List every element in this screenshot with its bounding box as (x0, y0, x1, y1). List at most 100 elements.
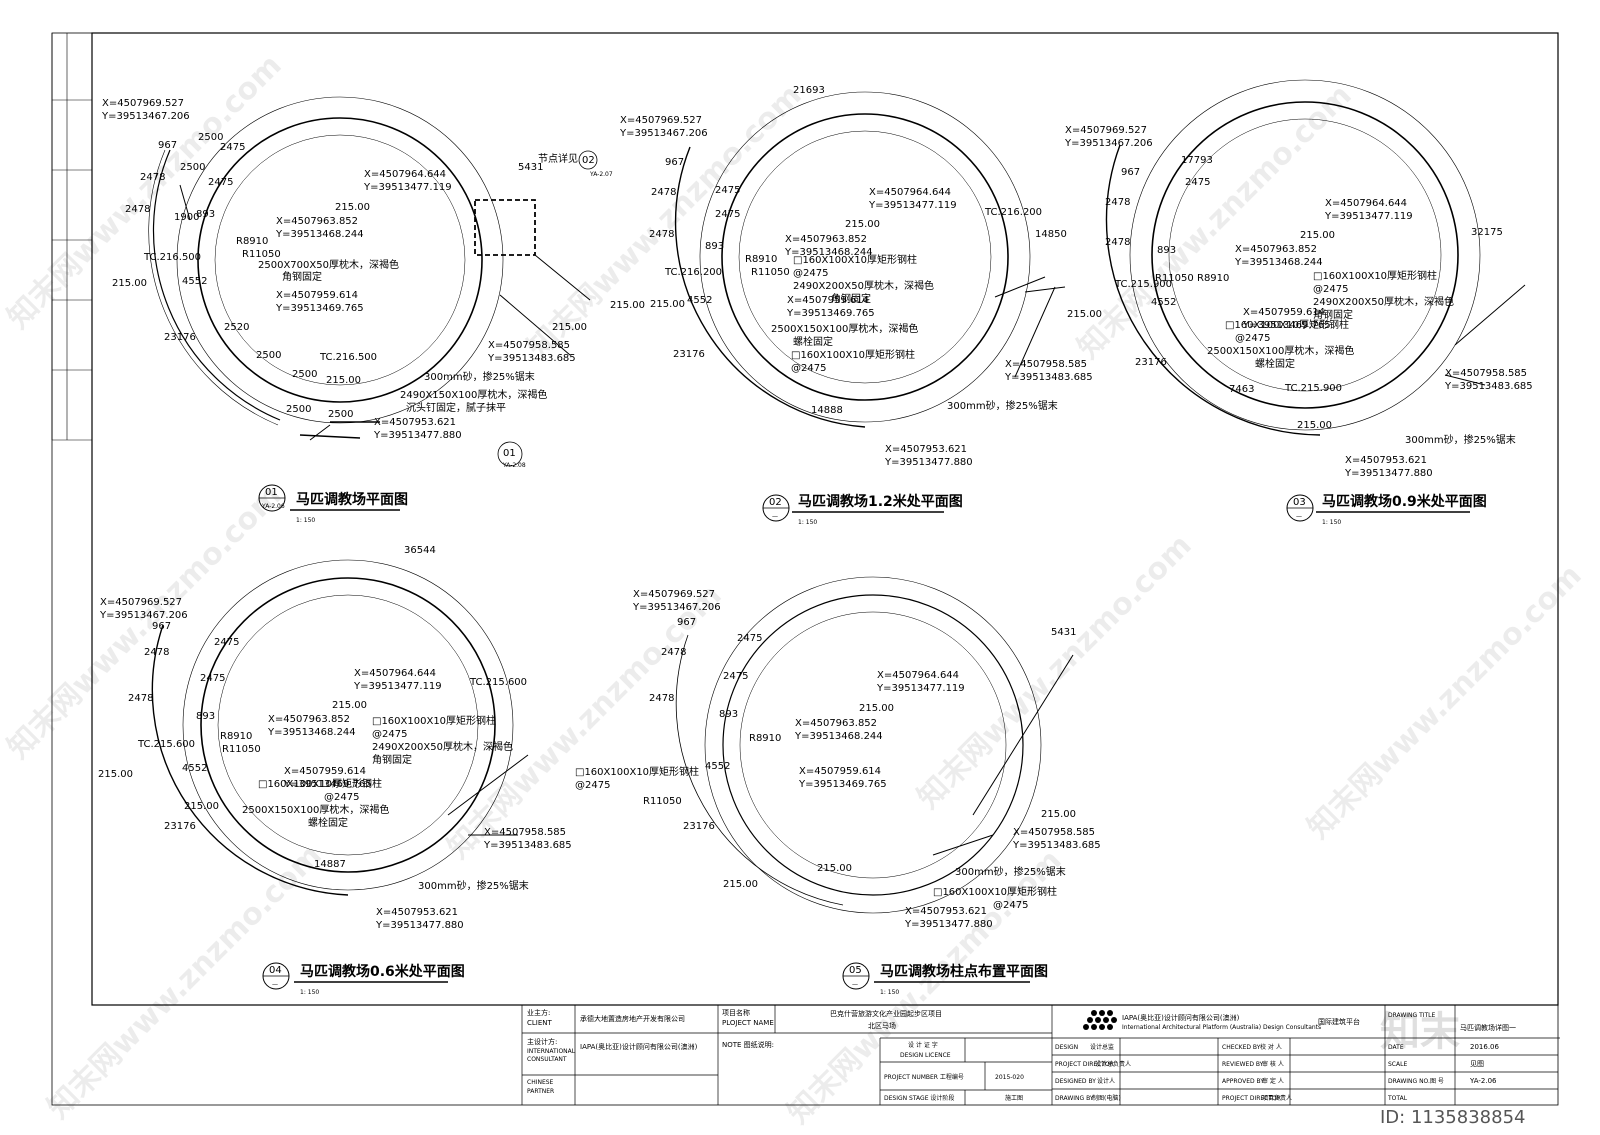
tc-label: TC.216.500 (143, 252, 201, 263)
coord-label: X=4507963.852 (795, 718, 877, 729)
watermark-text: 知末网www.znzmo.com (1301, 558, 1589, 846)
elevation-label: 215.00 (1067, 309, 1102, 320)
coord-label: X=4507969.527 (620, 115, 702, 126)
dimension-label: 14850 (1035, 229, 1067, 240)
coord-label: X=4507969.527 (102, 98, 184, 109)
drawing-label: DRAWING BY (1055, 1095, 1094, 1102)
elevation-label: 215.00 (335, 202, 370, 213)
drawing-title: 马匹调教场详图一 (1460, 1023, 1516, 1032)
note-label: 2490X200X50厚枕木，深褐色 (793, 279, 934, 292)
coord-label: Y=39513477.880 (904, 919, 993, 930)
dimension-label: 893 (719, 709, 738, 720)
total-label: TOTAL (1387, 1095, 1408, 1102)
coord-label: X=4507953.621 (374, 417, 456, 428)
coord-label: X=4507953.621 (905, 906, 987, 917)
elevation-label: 215.00 (859, 703, 894, 714)
dimension-label: 4552 (1151, 297, 1176, 308)
note-label: □160X100X10厚矩形钢柱 (258, 777, 382, 790)
dimension-label: 23176 (164, 821, 196, 832)
view-title: 马匹调教场柱点布置平面图 (880, 963, 1048, 980)
view-title: 马匹调教场平面图 (296, 491, 408, 508)
dimension-label: 23176 (164, 332, 196, 343)
dimension-label: 1900 (174, 212, 199, 223)
elevation-label: 215.00 (845, 219, 880, 230)
tc-label: TC.216.200 (664, 267, 722, 278)
note-label: 300mm砂，掺25%锯末 (947, 399, 1058, 412)
view-title: 马匹调教场1.2米处平面图 (798, 493, 963, 510)
dimension-label: 5431 (518, 162, 543, 173)
dimension-label: 2478 (649, 229, 674, 240)
reviewed-label-cn: 审 核 人 (1262, 1060, 1284, 1068)
elevation-label: 215.00 (326, 375, 361, 386)
checked-label-cn: 校 对 人 (1260, 1043, 1282, 1051)
view-number: 05 (849, 965, 862, 976)
view-scale: 1: 150 (880, 989, 899, 996)
outer-track-ring (699, 91, 1031, 423)
pd2-label-cn: 项目负责人 (1262, 1094, 1292, 1102)
outer-track-ring (1129, 79, 1481, 431)
coord-label: Y=39513469.765 (798, 779, 887, 790)
pd2-label: PROJECT DIRECTOR (1222, 1095, 1281, 1102)
view-scale: 1: 150 (300, 989, 319, 996)
dimension-label: 893 (1157, 245, 1176, 256)
dimension-label: 2478 (128, 693, 153, 704)
dimension-label: 2475 (1185, 177, 1210, 188)
note-label: 2490X200X50厚枕木，深褐色 (372, 740, 513, 753)
coord-label: Y=39513477.880 (375, 920, 464, 931)
approved-label: APPROVED BY (1222, 1078, 1264, 1085)
dimension-label: 4552 (182, 276, 207, 287)
view-title-05: 05 — 马匹调教场柱点布置平面图 1: 150 (842, 962, 1048, 996)
note-label: 300mm砂，掺25%锯末 (418, 879, 529, 892)
arena-circle (722, 594, 1024, 896)
project-name: 巴克什营旅游文化产业园起步区项目 (830, 1009, 942, 1018)
coord-label: Y=39513468.244 (784, 247, 873, 258)
dimension-label: 23176 (1135, 357, 1167, 368)
radius-label: R11050 (643, 796, 682, 807)
coord-label: Y=39513469.765 (275, 303, 364, 314)
coord-label: Y=39513468.244 (794, 731, 883, 742)
note-label: □160X100X10厚矩形钢柱 (791, 348, 915, 361)
tc-label: TC.216.200 (984, 207, 1042, 218)
plan-04: X=4507969.527 Y=39513467.206 X=4507964.6… (98, 545, 572, 931)
dimension-label: 17793 (1181, 155, 1213, 166)
dimension-label: 2475 (723, 671, 748, 682)
arena-circle (200, 577, 496, 873)
dimension-label: 2500 (198, 132, 223, 143)
section-ref: 01 (503, 448, 516, 459)
coord-label: X=4507958.585 (1445, 368, 1527, 379)
client-label-en: CLIENT (527, 1019, 553, 1027)
coord-label: Y=39513477.119 (868, 200, 957, 211)
dimension-label: 2478 (140, 172, 165, 183)
coord-label: X=4507964.644 (364, 169, 446, 180)
detail-ref: 02 (582, 155, 595, 166)
pd-label: PROJECT DIRECTOR (1055, 1061, 1114, 1068)
radius-label: R8910 (236, 236, 268, 247)
detail-ref-sheet: YA-2.07 (589, 171, 613, 178)
elevation-label: 215.00 (1041, 809, 1076, 820)
coord-label: X=4507953.621 (885, 444, 967, 455)
coord-label: Y=39513483.685 (483, 840, 572, 851)
design-label: DESIGN (1055, 1044, 1078, 1051)
coord-label: Y=39513469.765 (283, 779, 372, 790)
dimension-label: 2475 (737, 633, 762, 644)
note-header: NOTE 图纸说明: (722, 1040, 774, 1049)
coord-label: X=4507964.644 (1325, 198, 1407, 209)
note-label: 角钢固定 (372, 753, 412, 766)
date: 2016.06 (1470, 1043, 1499, 1051)
watermark-text: 知末网www.znzmo.com (1, 478, 289, 766)
dimension-label: 2500 (256, 350, 281, 361)
arena-circle (197, 117, 483, 403)
coord-label: Y=39513477.119 (363, 182, 452, 193)
consultant-label-en: CONSULTANT (527, 1056, 567, 1063)
project-number: 2015-020 (995, 1074, 1024, 1081)
dimension-label: 893 (705, 241, 724, 252)
coord-label: Y=39513477.119 (1324, 211, 1413, 222)
elevation-label: 215.00 (723, 879, 758, 890)
dimension-label: 2475 (715, 209, 740, 220)
dimension-label: 2478 (125, 204, 150, 215)
coord-label: Y=39513477.880 (373, 430, 462, 441)
note-label: 2500X150X100厚枕木，深褐色 (771, 322, 918, 335)
plan-01: X=4507969.527 Y=39513467.206 X=4507964.6… (101, 96, 645, 469)
coord-label: X=4507958.585 (488, 340, 570, 351)
